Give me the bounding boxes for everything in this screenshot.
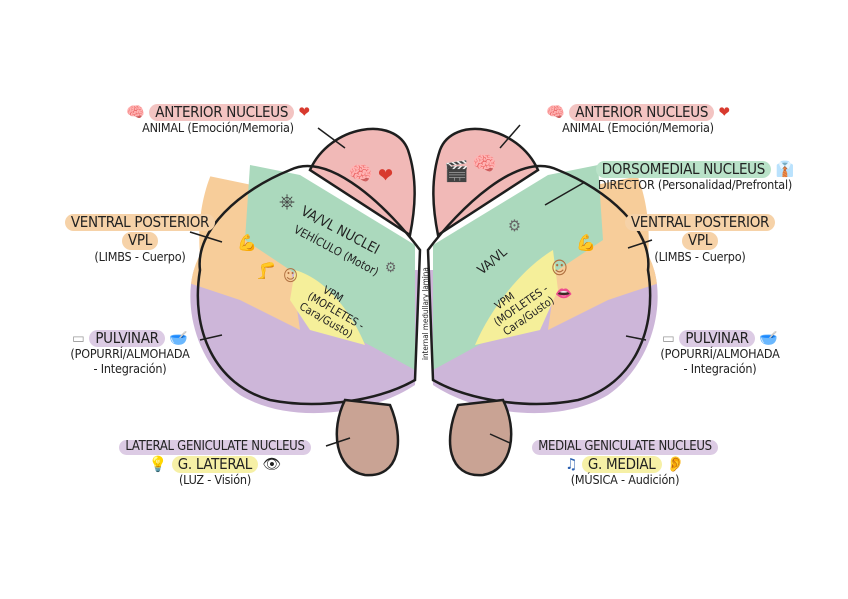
pulvinar-right-title: PULVINAR [679, 329, 755, 348]
pulvinar-left-label: ▭ PULVINAR 🥣 (POPURRÍ/ALMOHADA - Integra… [50, 329, 210, 376]
lateral-geniculate-title: LATERAL GENICULATE NUCLEUS [119, 439, 311, 455]
brain-icon: 🧠 [472, 151, 497, 175]
right-vavl-region [433, 165, 603, 370]
arm-icon: 💪 [576, 233, 596, 252]
ventral-posterior-right-subtitle: (LIMBS - Cuerpo) [654, 248, 746, 264]
right-anterior-region [432, 127, 540, 238]
brain-icon: 🧠 [546, 102, 565, 121]
heart-icon: ❤ [298, 102, 310, 121]
ventral-posterior-left-code: VPL [122, 232, 158, 250]
gear-icon: ⚙ [508, 216, 521, 235]
pulvinar-left-line2: - Integración) [93, 360, 167, 376]
face-icon: ☺ [551, 258, 568, 279]
brain-icon: 🧠 [348, 161, 373, 185]
lateral-geniculate-short: G. LATERAL [171, 455, 258, 474]
music-note-icon: ♫ [565, 454, 578, 473]
heart-icon: ❤ [378, 163, 393, 187]
leg-icon: 🦵 [256, 261, 276, 280]
internal-medullary-lamina-label: internal medullary lamina [421, 267, 430, 360]
ventral-posterior-left-title: VENTRAL POSTERIOR [64, 213, 216, 232]
ear-icon: 👂 [666, 454, 685, 473]
anterior-left-title: ANTERIOR NUCLEUS [149, 103, 295, 122]
arm-icon: 💪 [237, 233, 257, 252]
necktie-icon: 👔 [775, 159, 795, 178]
eye-icon: 👁 [262, 454, 282, 473]
anterior-left-label: 🧠 ANTERIOR NUCLEUS ❤ ANIMAL (Emoción/Mem… [108, 103, 328, 136]
medial-geniculate-label: MEDIAL GENICULATE NUCLEUS ♫ G. MEDIAL 👂 … [510, 436, 740, 488]
gear-icon: ⚙ [385, 260, 396, 276]
lightbulb-icon: 💡 [148, 454, 168, 473]
right-geniculate [448, 398, 513, 477]
brain-icon: 🧠 [126, 102, 145, 121]
pulvinar-left-line1: (POPURRÍ/ALMOHADA [70, 346, 190, 362]
left-vpm-region [290, 270, 365, 345]
director-chair-icon: 🎬 [444, 159, 469, 183]
dorsomedial-title: DORSOMEDIAL NUCLEUS [595, 160, 772, 179]
lips-icon: 👄 [555, 286, 572, 302]
anterior-left-subtitle: ANIMAL (Emoción/Memoria) [142, 120, 294, 136]
pulvinar-left-title: PULVINAR [89, 329, 165, 348]
heart-icon: ❤ [718, 102, 730, 121]
ventral-posterior-left-label: VENTRAL POSTERIOR VPL (LIMBS - Cuerpo) [55, 213, 225, 264]
pulvinar-right-label: ▭ PULVINAR 🥣 (POPURRÍ/ALMOHADA - Integra… [640, 329, 800, 376]
medial-geniculate-subtitle: (MÚSICA - Audición) [570, 472, 680, 488]
dorsomedial-label: DORSOMEDIAL NUCLEUS 👔 DIRECTOR (Personal… [580, 160, 810, 193]
pillow-icon: ▭ [72, 328, 85, 347]
pulvinar-right-line1: (POPURRÍ/ALMOHADA [660, 346, 780, 362]
right-vpm-region [475, 250, 558, 345]
medial-geniculate-short: G. MEDIAL [581, 455, 662, 474]
bowl-icon: 🥣 [169, 328, 188, 347]
steering-wheel-icon: ⎈ [279, 189, 295, 213]
face-icon: ☺ [283, 266, 298, 285]
ventral-posterior-right-label: VENTRAL POSTERIOR VPL (LIMBS - Cuerpo) [615, 213, 785, 264]
lateral-geniculate-subtitle: (LUZ - Visión) [178, 472, 252, 488]
left-vavl-region [245, 165, 415, 370]
pulvinar-right-line2: - Integración) [683, 360, 757, 376]
pillow-icon: ▭ [662, 328, 675, 347]
lateral-geniculate-label: LATERAL GENICULATE NUCLEUS 💡 G. LATERAL … [105, 436, 325, 488]
ventral-posterior-left-subtitle: (LIMBS - Cuerpo) [94, 248, 186, 264]
ventral-posterior-right-title: VENTRAL POSTERIOR [624, 213, 776, 232]
medial-geniculate-title: MEDIAL GENICULATE NUCLEUS [532, 439, 718, 455]
anterior-right-title: ANTERIOR NUCLEUS [569, 103, 715, 122]
dorsomedial-subtitle: DIRECTOR (Personalidad/Prefrontal) [597, 177, 793, 193]
bowl-icon: 🥣 [759, 328, 778, 347]
anterior-right-label: 🧠 ANTERIOR NUCLEUS ❤ ANIMAL (Emoción/Mem… [528, 103, 748, 136]
anterior-right-subtitle: ANIMAL (Emoción/Memoria) [562, 120, 714, 136]
ventral-posterior-right-code: VPL [682, 232, 718, 250]
leader-lines [189, 124, 653, 447]
left-geniculate [335, 398, 400, 477]
